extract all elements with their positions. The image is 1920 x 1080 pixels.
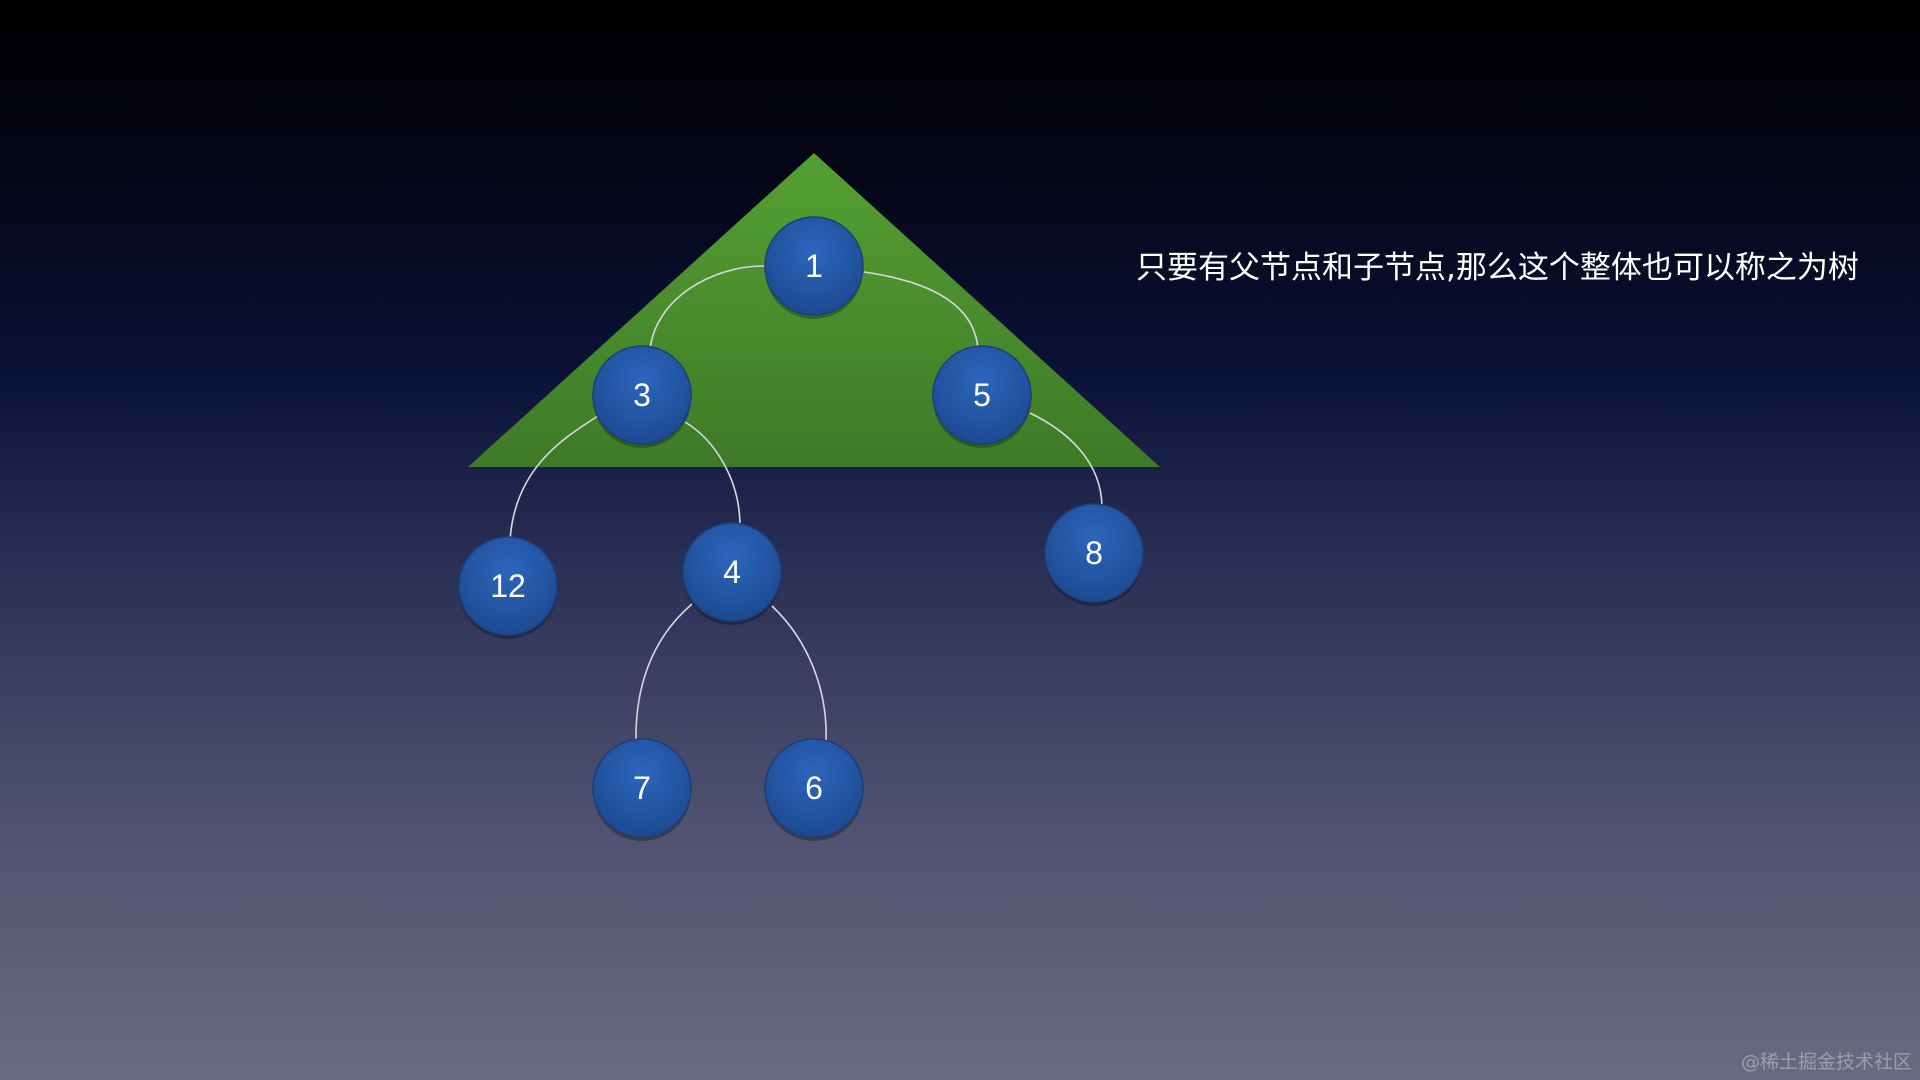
- tree-node-label: 8: [1085, 535, 1103, 571]
- edge-1-3: [649, 265, 765, 351]
- edge-4-7: [635, 603, 693, 743]
- tree-node-3: 3: [592, 345, 692, 448]
- tree-node-6: 6: [764, 738, 864, 841]
- tree-node-circle: [1044, 503, 1144, 603]
- edge-3-4: [684, 421, 741, 527]
- edge-1-5: [863, 271, 979, 351]
- tree-node-label: 12: [490, 568, 526, 604]
- edge-5-8: [1029, 412, 1103, 509]
- tree-node-circle: [764, 216, 864, 316]
- tree-node-label: 4: [723, 554, 741, 590]
- tree-node-4: 4: [682, 522, 782, 625]
- tree-node-label: 7: [633, 770, 651, 806]
- tree-node-label: 5: [973, 377, 991, 413]
- tree-node-circle: [592, 738, 692, 838]
- tree-node-5: 5: [932, 345, 1032, 448]
- tree-node-8: 8: [1044, 503, 1144, 606]
- nodes-layer: 1 3 5 12 4 8 7 6: [458, 216, 1144, 841]
- caption-text: 只要有父节点和子节点,那么这个整体也可以称之为树: [1136, 250, 1859, 286]
- edge-4-6: [771, 605, 827, 743]
- tree-node-circle: [458, 536, 558, 636]
- tree-node-1: 1: [764, 216, 864, 319]
- tree-node-label: 6: [805, 770, 823, 806]
- tree-node-circle: [682, 522, 782, 622]
- tree-node-circle: [764, 738, 864, 838]
- edge-3-12: [509, 415, 599, 541]
- tree-node-circle: [932, 345, 1032, 445]
- tree-node-label: 3: [633, 377, 651, 413]
- tree-node-circle: [592, 345, 692, 445]
- tree-node-12: 12: [458, 536, 558, 639]
- watermark: @稀土掘金技术社区: [1740, 1051, 1912, 1073]
- tree-node-label: 1: [805, 248, 823, 284]
- tree-node-7: 7: [592, 738, 692, 841]
- edges-layer: [509, 265, 1103, 743]
